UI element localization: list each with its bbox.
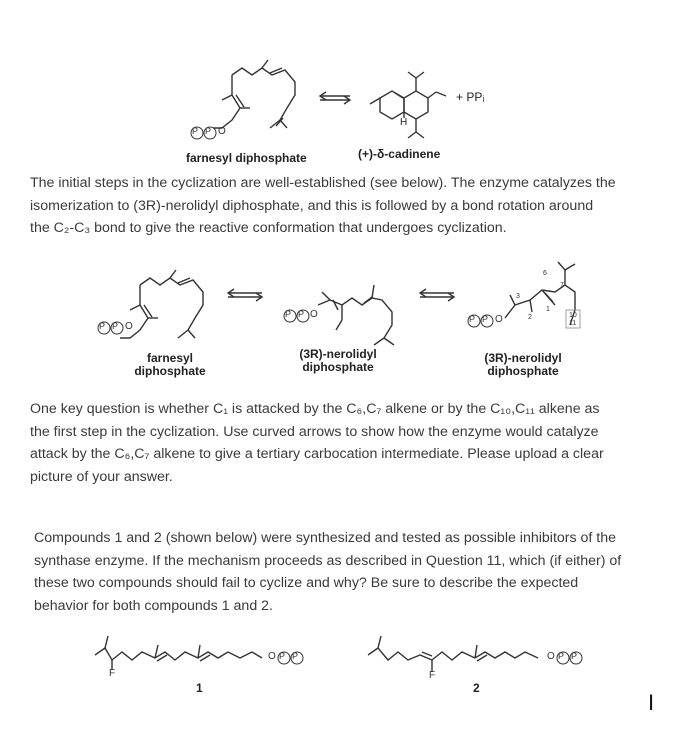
p-label: P (279, 651, 286, 661)
atom-number: 3 (516, 293, 520, 300)
p-label: P (571, 651, 578, 661)
paragraph-line: isomerization to (3R)-nerolidyl diphosph… (30, 197, 594, 214)
label-line: diphosphate (487, 364, 559, 378)
paragraph-line: picture of your answer. (30, 468, 173, 485)
o-label: O (547, 651, 555, 662)
paragraph-line: these two compounds should fail to cycli… (34, 575, 579, 591)
compound-2-structure (367, 635, 539, 672)
mid-arrow-2 (418, 288, 456, 302)
phosphate-circle (296, 309, 310, 323)
p-label: P (192, 126, 199, 136)
atom-number: 6 (543, 270, 547, 277)
atom-number: 7 (560, 282, 564, 289)
atom-number: 11 (569, 320, 577, 327)
cadinene-structure (369, 71, 447, 139)
label-line: diphosphate (302, 360, 374, 374)
compound-1-structure (94, 635, 263, 670)
phosphate-circle (480, 314, 494, 328)
compound-2-number: 2 (473, 681, 480, 695)
phosphate-circle (110, 321, 124, 335)
nerolidyl-structure-1 (317, 284, 395, 346)
p-label: P (469, 314, 476, 324)
paragraph-line: The initial steps in the cyclization are… (30, 175, 616, 191)
phosphate-circle (467, 314, 481, 328)
paragraph-line: behavior for both compounds 1 and 2. (34, 597, 273, 614)
paragraph-line: One key question is whether C₁ is attack… (30, 401, 600, 417)
p-label: P (292, 651, 299, 661)
farnesyl-diphosphate-label: farnesyl diphosphate (120, 352, 220, 378)
phosphate-circle (556, 651, 570, 665)
farnesyl-diphosphate-label: farnesyl diphosphate (186, 151, 307, 165)
fluorine-label: F (109, 668, 116, 679)
o-label: O (218, 126, 226, 137)
p-label: P (285, 309, 292, 319)
phosphate-circle (277, 651, 291, 665)
paragraph-2: One key question is whether C₁ is attack… (30, 398, 670, 488)
p-label: P (112, 321, 119, 331)
label-line: (3R)-nerolidyl (484, 351, 562, 365)
p-label: P (558, 651, 565, 661)
o-label: O (268, 651, 276, 662)
p-label: P (99, 321, 106, 331)
label-line: diphosphate (134, 364, 206, 378)
h-label: H (400, 117, 408, 128)
phosphate-circle (97, 321, 111, 335)
phosphate-circle (283, 309, 297, 323)
paragraph-1: The initial steps in the cyclization are… (30, 172, 670, 240)
paragraph-3: Compounds 1 and 2 (shown below) were syn… (34, 527, 674, 617)
nerolidyl-diphosphate-label-1: (3R)-nerolidyl diphosphate (283, 348, 393, 374)
p-label: P (205, 126, 212, 136)
farnesyl-structure-top (212, 59, 296, 129)
top-reaction-arrow (318, 91, 352, 105)
paragraph-line: the first step in the cyclization. Use c… (30, 423, 599, 440)
ppi-label: + PPᵢ (456, 90, 485, 104)
phosphate-circle (290, 651, 304, 665)
paragraph-line: Compounds 1 and 2 (shown below) were syn… (34, 530, 617, 546)
compound-1-number: 1 (196, 681, 203, 695)
o-label: O (310, 309, 318, 320)
phosphate-circle (569, 651, 583, 665)
atom-number: 1 (546, 306, 550, 313)
cadinene-label: (+)-δ-cadinene (358, 147, 441, 161)
farnesyl-structure-mid (120, 269, 204, 339)
o-label: O (125, 321, 133, 332)
nerolidyl-diphosphate-label-2: (3R)-nerolidyl diphosphate (468, 352, 578, 378)
p-label: P (298, 309, 305, 319)
label-line: (3R)-nerolidyl (299, 347, 377, 361)
text-cursor-icon: I (648, 690, 655, 715)
p-label: P (482, 314, 489, 324)
paragraph-line: the C₂-C₃ bond to give the reactive conf… (30, 220, 507, 236)
phosphate-circle (190, 126, 204, 140)
paragraph-line: synthase enzyme. If the mechanism procee… (34, 552, 622, 569)
paragraph-line: attack by the C₆,C₇ alkene to give a ter… (30, 446, 604, 462)
atom-number: 10 (569, 312, 577, 319)
label-line: farnesyl (146, 351, 194, 365)
phosphate-circle (203, 126, 217, 140)
fluorine-label: F (429, 670, 436, 681)
o-label: O (495, 314, 503, 325)
atom-number: 2 (528, 314, 532, 321)
mid-arrow-1 (226, 288, 264, 302)
nerolidyl-structure-2 (504, 261, 581, 329)
